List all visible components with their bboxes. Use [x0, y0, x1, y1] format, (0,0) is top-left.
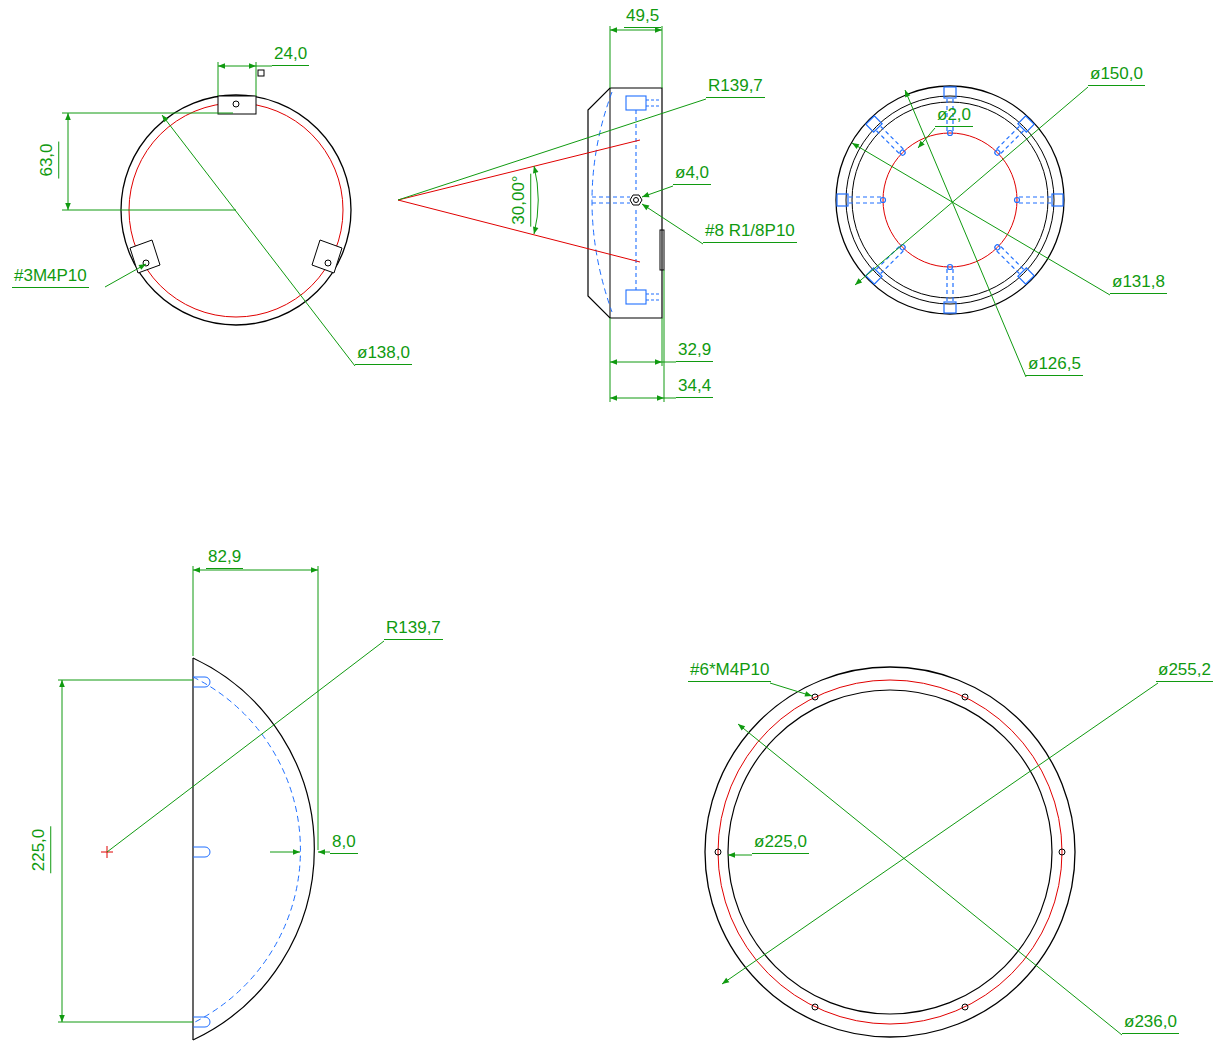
- dimension-label: ø138,0: [355, 343, 412, 365]
- flange-view: [705, 667, 1158, 1037]
- dimension-label: ø236,0: [1122, 1012, 1179, 1034]
- dimension-label: 24,0: [272, 44, 309, 66]
- dimension-label: #8 R1/8P10: [703, 221, 797, 243]
- dimension-label: 225,0: [29, 827, 51, 874]
- front-view: [62, 62, 355, 366]
- dimension-label: 82,9: [206, 547, 243, 569]
- dimension-label: ø225,0: [752, 832, 809, 854]
- dimension-label: ø4,0: [673, 163, 711, 185]
- dimension-label: 30,00°: [509, 173, 531, 226]
- dimension-label: R139,7: [384, 618, 443, 640]
- rear-view: [836, 86, 1110, 377]
- dimension-label: ø255,2: [1156, 660, 1213, 682]
- dimension-label: 32,9: [676, 340, 713, 362]
- dimension-label: #3M4P10: [12, 266, 89, 288]
- dimension-label: 63,0: [37, 141, 59, 178]
- dimension-label: ø126,5: [1026, 354, 1083, 376]
- dimension-label: R139,7: [706, 76, 765, 98]
- dimension-label: ø150,0: [1088, 64, 1145, 86]
- dimension-label: 8,0: [330, 832, 358, 854]
- dimension-label: 34,4: [676, 376, 713, 398]
- dimension-label: ø131,8: [1110, 272, 1167, 294]
- dimension-label: #6*M4P10: [688, 660, 771, 682]
- dimension-label: ø2,0: [935, 105, 973, 127]
- side-view: [398, 26, 706, 402]
- dimension-label: 49,5: [624, 6, 661, 28]
- section-view: [58, 566, 384, 1040]
